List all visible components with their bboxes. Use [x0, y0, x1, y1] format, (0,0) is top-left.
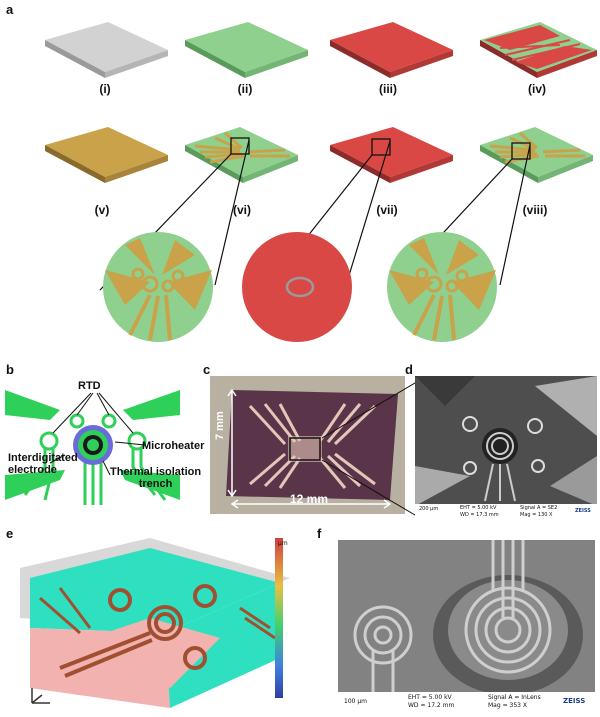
- sem-f-signal: Signal A = InLens: [488, 694, 541, 701]
- sem-f-scale: 100 μm: [344, 698, 368, 705]
- panel-b-label: b: [6, 362, 14, 377]
- substrate-gold-icon: [45, 127, 168, 183]
- substrate-patterned-red-icon: [480, 22, 597, 78]
- sem-image-f: 100 μm EHT = 5.00 kV WD = 17.2 mm Signal…: [338, 540, 595, 712]
- sem-d-brand: ZEISS: [575, 508, 591, 514]
- sem-image-d: 200 μm EHT = 5.00 kV WD = 17.3 mm Signal…: [415, 376, 597, 520]
- panel-a-label: a: [6, 2, 14, 17]
- sem-f-mag: Mag = 353 X: [488, 702, 527, 709]
- sem-f-wd: WD = 17.2 mm: [408, 702, 455, 709]
- panel-b-schematic: [5, 390, 180, 505]
- zoom-circle-viii-icon: [387, 232, 497, 342]
- chip-width-label: 12 mm: [290, 492, 329, 506]
- zoom-circle-vi-icon: [103, 232, 213, 342]
- sem-d-signal: Signal A = SE2: [520, 505, 558, 511]
- substrate-green-icon: [185, 22, 308, 78]
- sem-f-eht: EHT = 5.00 kV: [408, 694, 452, 701]
- rtd-label: RTD: [78, 380, 101, 392]
- sem-d-mag: Mag = 130 X: [520, 512, 553, 518]
- panel-c-label: c: [203, 362, 211, 377]
- sem-f-brand: ZEISS: [563, 697, 586, 705]
- step-label-i: (i): [99, 82, 111, 96]
- interdigitated-label: Interdigitated electrode: [8, 452, 78, 476]
- microheater-label: Microheater: [142, 440, 205, 452]
- colorbar-unit: μm: [278, 540, 288, 547]
- profilometer-3d-image: [20, 538, 290, 708]
- panel-e-label: e: [6, 526, 14, 541]
- substrate-red-box-icon: [330, 127, 453, 183]
- step-label-v: (v): [94, 203, 110, 217]
- panel-d-label: d: [405, 362, 413, 377]
- step-label-iii: (iii): [379, 82, 397, 96]
- step-label-vi: (vi): [233, 203, 251, 217]
- trench-label: Thermal isolation trench: [110, 466, 202, 490]
- substrate-grey-icon: [45, 22, 168, 78]
- axes-icon: [31, 688, 50, 704]
- panel-f-label: f: [317, 526, 322, 541]
- substrate-red-icon: [330, 22, 453, 78]
- step-label-vii: (vii): [376, 203, 398, 217]
- sem-d-scale: 200 μm: [419, 506, 439, 512]
- zoom-circle-vii-icon: [242, 232, 352, 342]
- step-label-viii: (viii): [522, 203, 548, 217]
- chip-height-label: 7 mm: [214, 411, 226, 440]
- substrate-gold-electrodes-icon: [185, 127, 298, 183]
- panel-a-process-diagram: [45, 22, 597, 342]
- step-label-iv: (iv): [528, 82, 546, 96]
- step-label-ii: (ii): [237, 82, 253, 96]
- sem-d-eht: EHT = 5.00 kV: [460, 505, 497, 511]
- sem-d-wd: WD = 17.3 mm: [460, 512, 499, 518]
